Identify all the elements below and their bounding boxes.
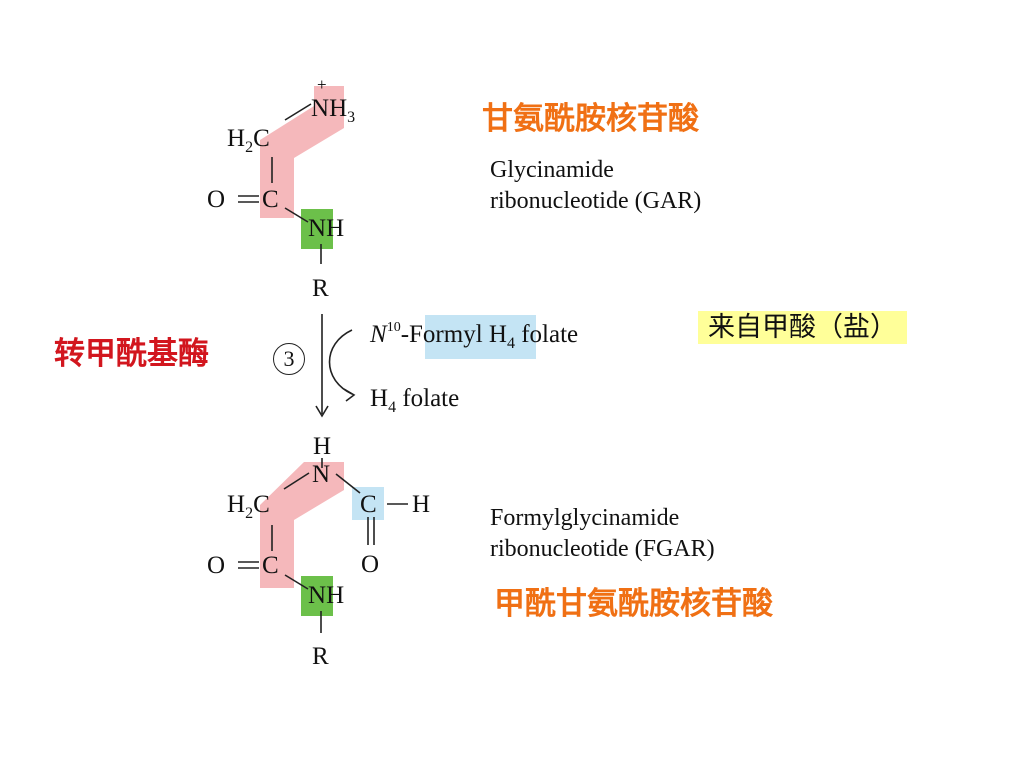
fgar-name: Formylglycinamide ribonucleotide (FGAR) [490, 503, 715, 565]
fgar-backbone-highlight [260, 462, 344, 588]
gar-plus-charge: + [317, 75, 327, 94]
gar-name-line2: ribonucleotide (GAR) [490, 188, 702, 214]
fgar-alpha-carbon: H2C [227, 491, 270, 522]
fgar-formyl-c: C [360, 491, 377, 518]
gar-title-cn: 甘氨酰胺核苷酸 [482, 101, 699, 137]
gar-name-line1: Glycinamide [490, 157, 614, 183]
fgar-amide-nh: NH [308, 582, 345, 609]
fgar-r-group: R [312, 643, 329, 670]
fgar-carbonyl-c: C [262, 552, 279, 579]
formyl-label: -Formyl [400, 321, 483, 348]
fgar-amine-h: H [313, 433, 332, 460]
formyl-donor: N10-Formyl H4 folate [370, 320, 579, 352]
gar-name: Glycinamide ribonucleotide (GAR) [490, 155, 701, 217]
fgar-title-cn: 甲酰甘氨酰胺核苷酸 [494, 586, 773, 622]
fgar-name-line2: ribonucleotide (FGAR) [490, 536, 715, 562]
gar-backbone-highlight [260, 86, 344, 218]
fgar-formyl-o: O [361, 551, 380, 578]
fgar-formyl-h: H [412, 491, 431, 518]
formate-source-note: 来自甲酸（盐） [698, 311, 907, 344]
step-number-badge: 3 [273, 343, 305, 375]
fgar-name-line1: Formylglycinamide [490, 505, 680, 531]
folate-product: H4 folate [370, 385, 460, 416]
gar-amine-n: NH3 [311, 95, 356, 126]
step-number: 3 [283, 346, 295, 371]
enzyme-label: 转甲酰基酶 [54, 336, 209, 372]
formyl-reagent-highlight [425, 315, 536, 359]
fgar-formyl-highlight [352, 487, 384, 520]
fgar-carbonyl-o: O [207, 552, 226, 579]
fgar-nh-highlight [301, 576, 333, 616]
gar-amide-nh: NH [308, 215, 345, 242]
gar-r-group: R [312, 275, 329, 302]
gar-carbonyl-c: C [262, 186, 279, 213]
fgar-amine-n: N [312, 461, 331, 488]
gar-carbonyl-o: O [207, 186, 226, 213]
gar-alpha-carbon: H2C [227, 125, 270, 156]
gar-nh-highlight [301, 209, 333, 249]
